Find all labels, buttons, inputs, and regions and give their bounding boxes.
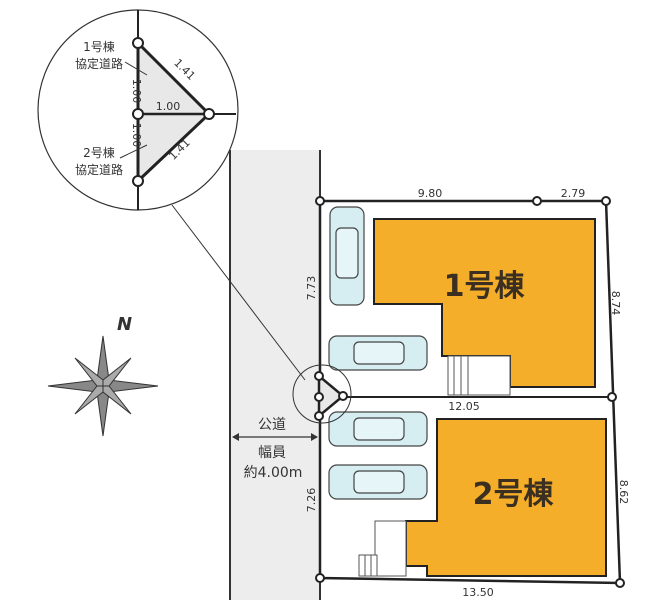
- detail-mid-dim: 1.00: [156, 100, 181, 113]
- detail-callout-circle: [292, 364, 352, 424]
- building-2: [405, 418, 607, 577]
- detail-magnifier: [37, 9, 239, 211]
- compass-north-label: N: [117, 314, 132, 335]
- dim-right-lower: 8.62: [617, 480, 630, 505]
- car-2: [328, 335, 428, 371]
- building-2-label: 2号棟: [473, 477, 555, 512]
- dim-left-upper: 7.73: [305, 276, 318, 301]
- detail-lot1-road-label: 協定道路: [75, 56, 123, 71]
- dim-left-lower: 7.26: [305, 488, 318, 513]
- public-road: [230, 150, 320, 600]
- road-width-label: 幅員: [258, 445, 286, 461]
- dim-top-right: 2.79: [561, 187, 586, 200]
- dim-bottom: 13.50: [462, 586, 494, 599]
- building-1-label: 1号棟: [444, 269, 526, 304]
- entrance-steps-2: [358, 520, 407, 577]
- detail-side-upper-dim: 1.00: [130, 79, 143, 104]
- dim-middle: 12.05: [448, 400, 480, 413]
- compass-rose-icon: [47, 335, 159, 437]
- detail-lot2-road-label: 協定道路: [75, 162, 123, 177]
- detail-side-lower-dim: 1.00: [130, 123, 143, 148]
- road-width-value: 約4.00m: [244, 465, 303, 481]
- boundary-markers: [314, 196, 625, 588]
- detail-lot2-label: 2号棟: [83, 145, 115, 160]
- car-1: [329, 206, 365, 306]
- dim-top-left: 9.80: [418, 187, 443, 200]
- car-3: [328, 411, 428, 447]
- entrance-steps-1: [447, 355, 511, 396]
- dim-right-upper: 8.74: [609, 291, 622, 316]
- detail-lot1-label: 1号棟: [83, 39, 115, 54]
- car-4: [328, 464, 428, 500]
- road-label: 公道: [258, 417, 286, 433]
